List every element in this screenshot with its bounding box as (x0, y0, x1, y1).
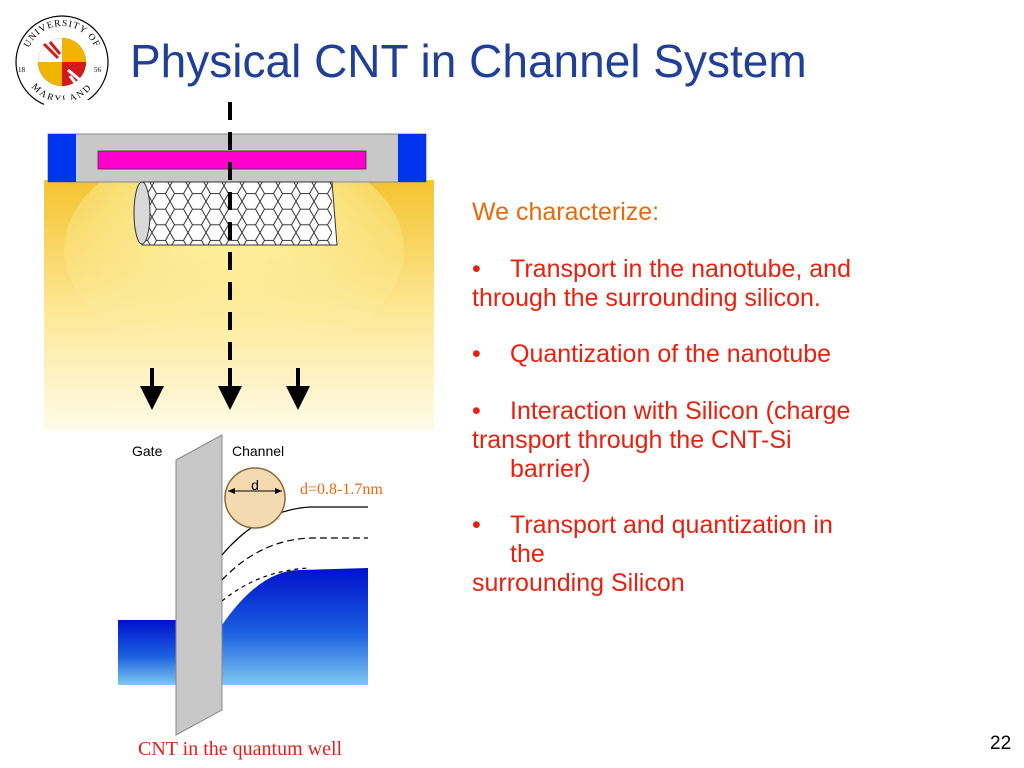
field-arrows (140, 368, 310, 410)
bullet-item-1: • Transport in the nanotube, and (472, 255, 1012, 284)
bullet-dot: • (472, 340, 481, 369)
characterize-panel: We characterize: • Transport in the nano… (472, 198, 1012, 598)
bullet-item-3-cont: transport through the CNT-Si (472, 425, 792, 454)
gate-band (118, 620, 178, 685)
bullet-text: Quantization of the nanotube (510, 340, 832, 369)
diameter-symbol: d (251, 477, 259, 493)
right-contact (398, 134, 426, 182)
bullet-text: Transport in the nanotube, and (510, 254, 851, 283)
diameter-note: d=0.8-1.7nm (300, 481, 383, 498)
bullet-dot: • (472, 397, 481, 425)
bullet-item-3-cont2: barrier) (510, 454, 591, 483)
carbon-nanotube (133, 181, 338, 246)
logo-year-right: 56 (94, 66, 102, 74)
bullet-item-4-cont2: surrounding Silicon (472, 568, 685, 597)
bullet-item-4-cont: the (510, 540, 545, 568)
bullet-item-4: • Transport and quantization in (472, 511, 1012, 540)
logo-year-left: 18 (18, 66, 26, 74)
channel-label: Channel (232, 443, 284, 459)
page-number: 22 (990, 733, 1012, 754)
university-seal-logo: UNIVERSITY OF MARYLAND 18 56 (15, 15, 109, 109)
gate-barrier (175, 434, 223, 736)
diagram-caption: CNT in the quantum well (138, 738, 343, 760)
slide-title: Physical CNT in Channel System (130, 35, 807, 87)
band-diagram: d d=0.8-1.7nm Gate Channel (118, 434, 383, 736)
bullet-dot: • (472, 254, 481, 283)
fermi-level-line (221, 537, 368, 581)
bullet-item-2: • Quantization of the nanotube (472, 340, 1012, 369)
bullet-dot: • (472, 511, 481, 540)
device-cross-section (44, 100, 434, 430)
channel-band (222, 568, 368, 685)
bullet-item-1-cont: through the surrounding silicon. (472, 283, 821, 312)
left-contact (48, 134, 76, 182)
bullet-text: Interaction with Silicon (charge (510, 397, 851, 425)
panel-lead: We characterize: (472, 198, 660, 226)
cnt-cross-section (224, 467, 286, 529)
bullet-text: Transport and quantization in (510, 511, 833, 540)
bullet-item-3: • Interaction with Silicon (charge (472, 397, 1012, 426)
gate-label: Gate (132, 443, 163, 459)
